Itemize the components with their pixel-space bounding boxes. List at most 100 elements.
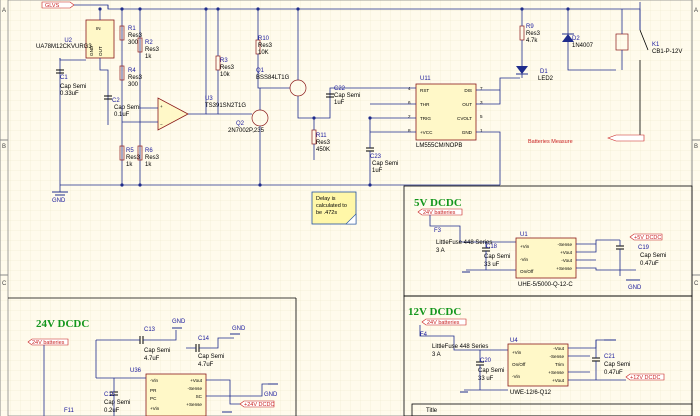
u4-pin-sense-p: +Sense <box>548 370 564 375</box>
r2-ref: R2 <box>145 40 153 46</box>
c18-type: Cap Semi <box>484 254 510 260</box>
u1-pin-sense-n: -Sense <box>557 242 572 247</box>
u11-pin-out: OUT <box>462 102 472 107</box>
u11-pinnum-3: 3 <box>480 100 483 105</box>
u1-pin-vin-p: +Vin <box>520 244 530 249</box>
u1-part: UHE-5/5000-Q-12-C <box>518 282 573 288</box>
u1-ref: U1 <box>520 232 528 238</box>
u1-converter <box>515 237 577 279</box>
u11-pin-dis: DIS <box>464 88 472 93</box>
gnd-24v-2-label: GND <box>232 326 246 332</box>
u36-converter <box>145 373 207 416</box>
r9-ref: R9 <box>526 24 534 30</box>
u36-pin-sc: SC <box>196 394 203 399</box>
q1-part: BSS84LT1G <box>256 75 290 81</box>
u36-pin-vin-n: -Vin <box>150 378 159 383</box>
u36-pin-sense-p: +Sense <box>186 402 202 407</box>
u2-pin-in: IN <box>96 26 101 31</box>
c2-ref: C2 <box>112 98 120 104</box>
u4-pin-vin-n: -Vin <box>512 374 521 379</box>
batteries-measure-label: Batteries Measure <box>528 139 573 145</box>
r3-type: Res3 <box>220 65 235 71</box>
title-block <box>411 403 693 416</box>
c22-ref: C22 <box>334 86 346 92</box>
u36-pin-sense-n: -Sense <box>187 386 202 391</box>
c15-type: Cap Semi <box>104 400 130 406</box>
d2-part: 1N4007 <box>572 43 594 49</box>
c14-value: 4.7uF <box>198 362 214 368</box>
r4-body <box>119 65 125 81</box>
r6-value: 1k <box>145 162 152 168</box>
u4-converter <box>507 343 569 387</box>
d1-led <box>516 66 528 74</box>
u11-pinnum-6: 6 <box>408 100 411 105</box>
c13-value: 4.7uF <box>144 356 160 362</box>
c22-type: Cap Semi <box>334 93 360 99</box>
delay-note-line2: calculated to <box>316 203 347 209</box>
c21-ref: C21 <box>604 354 616 360</box>
c22-value: 1uF <box>334 100 345 106</box>
c23-type: Cap Semi <box>372 161 398 167</box>
r1-type: Res3 <box>128 33 143 39</box>
u11-timer <box>415 83 477 141</box>
r6-type: Res3 <box>145 155 160 161</box>
c21-type: Cap Semi <box>604 362 630 368</box>
r5-value: 1k <box>126 162 133 168</box>
v24-dcdc-port: +24V DCDC <box>244 402 274 408</box>
u11-pinnum-1: 1 <box>480 128 483 133</box>
u11-pin-vcc: +VCC <box>420 130 433 135</box>
r3-ref: R3 <box>220 58 228 64</box>
q2-ref: Q2 <box>236 121 245 127</box>
c15-ref: C15 <box>104 392 116 398</box>
zone-row-b-left: B <box>2 144 6 150</box>
r2-body <box>137 37 143 53</box>
u1-pin-sense-p: +Sense <box>556 266 572 271</box>
r6-ref: R6 <box>145 148 153 154</box>
q2-part: 2N7002P,235 <box>228 128 265 134</box>
u11-part: LM555CM/NOPB <box>416 143 462 149</box>
u36-pin-vin-p: +Vin <box>150 406 160 411</box>
svg-text:−: − <box>160 122 163 127</box>
q1-ref: Q1 <box>256 68 265 74</box>
r4-value: 300 <box>128 82 139 88</box>
r2-value: 1k <box>145 54 152 60</box>
u11-pin-trig: TRIG <box>420 116 431 121</box>
f4-part: LittleFuse 448 Series <box>432 344 488 350</box>
c19-ref: C19 <box>638 245 650 251</box>
u3-comparator <box>157 97 189 131</box>
r6-body <box>137 145 143 161</box>
c21-value: 0.47uF <box>604 370 623 376</box>
u11-ref: U11 <box>420 76 431 82</box>
glvs-port <box>41 1 75 9</box>
u4-pin-sense-n: -Sense <box>549 354 564 359</box>
zone-row-a-right: A <box>694 8 698 14</box>
u11-pin-gnd: GND <box>462 130 473 135</box>
r1-value: 300 <box>128 40 139 46</box>
f4-value: 3 A <box>432 352 441 358</box>
f3-part: LittleFuse 448 Series <box>436 240 492 246</box>
u36-pin-pc: PC <box>150 396 157 401</box>
c19-value: 0.47uF <box>640 261 659 267</box>
zone-row-c-right: C <box>694 281 699 287</box>
r4-type: Res3 <box>128 75 143 81</box>
f4-ref: F4 <box>420 332 428 338</box>
u1-pin-vin-n: -Vin <box>520 257 529 262</box>
c1-type: Cap Semi <box>60 84 86 90</box>
c19-type: Cap Semi <box>640 253 666 259</box>
u11-pin-thr: THR <box>420 102 430 107</box>
r11-value: 450K <box>316 147 330 153</box>
section-12v-title: 12V DCDC <box>408 306 461 318</box>
f11-ref: F11 <box>64 408 75 414</box>
v24-batteries-port-5v: 24V batteries <box>423 210 456 216</box>
u4-pin-vout-n: -Vout <box>553 346 564 351</box>
u2-part: UA78M12CKVURG3 <box>36 44 92 50</box>
u3-ref: U3 <box>205 96 213 102</box>
r11-ref: R11 <box>316 133 327 139</box>
u36-pin-pr: PR <box>150 388 157 393</box>
r5-type: Res3 <box>126 155 141 161</box>
section-5v-title: 5V DCDC <box>414 197 462 209</box>
u2-ref: U2 <box>64 38 72 44</box>
c2-type: Cap Semi <box>114 105 140 111</box>
u11-pin-rst: RST <box>420 88 429 93</box>
